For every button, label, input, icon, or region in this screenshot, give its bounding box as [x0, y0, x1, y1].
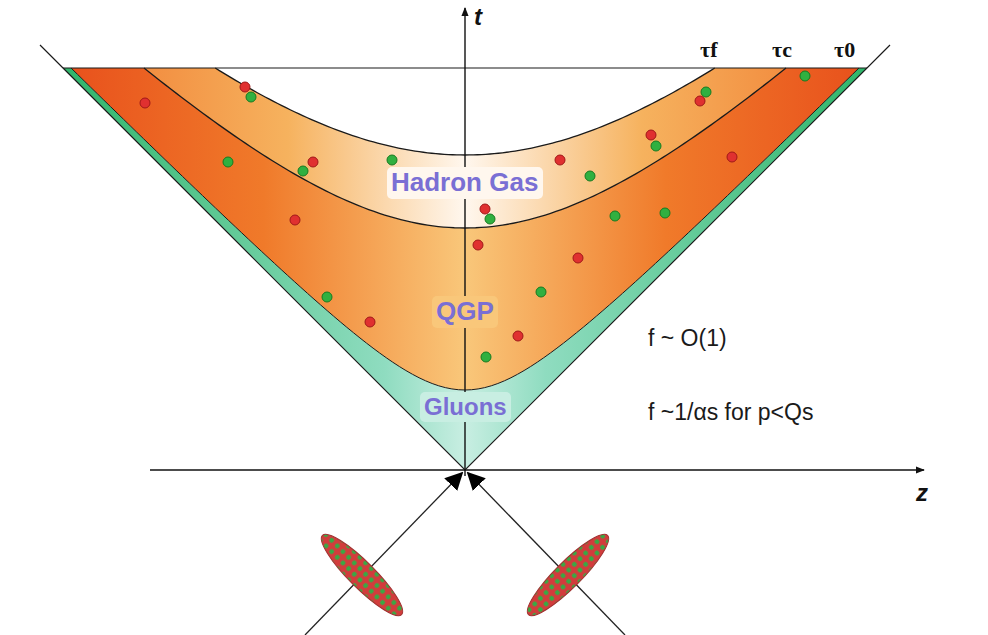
illustration-part: [800, 71, 810, 81]
region-label: Gluons: [424, 393, 507, 421]
particle-dots: [140, 71, 810, 362]
illustration-part: [480, 204, 490, 214]
illustration-part: [485, 214, 495, 224]
nucleus-pancake: [519, 526, 617, 624]
incoming-line: [305, 473, 462, 635]
illustration-part: [555, 155, 565, 165]
axes: [150, 8, 924, 476]
illustration-part: [660, 208, 670, 218]
illustration-part: [727, 152, 737, 162]
illustration-part: [473, 240, 483, 250]
hadron-gas-band: Hadron Gas: [387, 167, 543, 199]
illustration-part: [365, 317, 375, 327]
region-label: QGP: [436, 297, 494, 327]
illustration-part: [695, 96, 705, 106]
axis-label: t: [474, 4, 482, 30]
illustration-part: [308, 157, 318, 167]
illustration-part: [322, 292, 332, 302]
illustration-part: [223, 157, 233, 167]
region-label: Hadron Gas: [391, 168, 538, 198]
qgp-band: QGP: [432, 296, 498, 328]
illustration-part: [701, 87, 711, 97]
illustration-part: [610, 211, 620, 221]
axis-label: z: [916, 480, 928, 506]
illustration-part: [290, 215, 300, 225]
illustration-part: [140, 98, 150, 108]
proper-time-label: τc: [772, 38, 792, 62]
nucleus-pancake: [313, 526, 411, 624]
illustration-part: [240, 82, 250, 92]
illustration-part: [387, 155, 397, 165]
gluon-band: Gluons: [420, 392, 511, 422]
illustration-part: [536, 287, 546, 297]
illustration-part: [573, 253, 583, 263]
illustration-part: [298, 166, 308, 176]
z-axis: [150, 469, 924, 470]
occupancy-note: f ~1/αs for p<Qs: [648, 400, 813, 425]
illustration-part: [246, 92, 256, 102]
incoming-line: [468, 473, 625, 635]
occupancy-note: f ~ O(1): [648, 326, 727, 351]
incoming-nuclei: [305, 473, 625, 635]
illustration-part: [513, 331, 523, 341]
illustration-part: [585, 171, 595, 181]
illustration-part: [646, 130, 656, 140]
proper-time-label: τ0: [834, 38, 855, 62]
illustration-part: [481, 352, 491, 362]
proper-time-label: τf: [700, 38, 717, 62]
illustration-part: [651, 141, 661, 151]
